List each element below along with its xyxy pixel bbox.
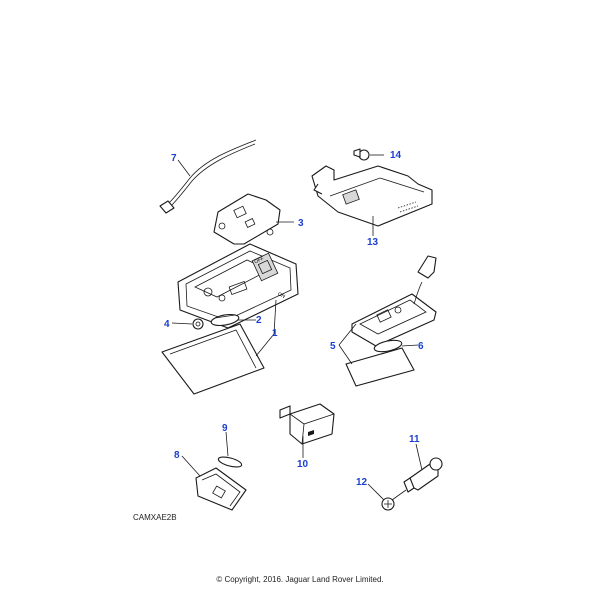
- part-12-screw: [381, 489, 407, 511]
- part-11-bulb-holder: [403, 457, 443, 493]
- leader-lines: [171, 154, 423, 501]
- part-4-clip: [192, 318, 204, 330]
- callout-3: 3: [298, 218, 304, 229]
- part-6-festoon-bulb: [373, 339, 403, 353]
- callout-9: 9: [222, 423, 228, 434]
- callout-8: 8: [174, 450, 180, 461]
- callout-1: 1: [272, 328, 278, 339]
- part-5-lamp-housing: [345, 255, 437, 387]
- callout-14: 14: [390, 150, 402, 161]
- switch-on-label: ON: [276, 291, 286, 300]
- part-7-wiring-harness: [159, 139, 257, 214]
- callout-2: 2: [256, 315, 262, 326]
- callout-11: 11: [409, 434, 420, 445]
- callout-7: 7: [171, 153, 177, 164]
- switch-off-label: OFF: [254, 256, 266, 266]
- part-14-wedge-bulb: [353, 148, 370, 161]
- part-3-bracket: [213, 193, 281, 245]
- copyright-notice: © Copyright, 2016. Jaguar Land Rover Lim…: [216, 575, 384, 584]
- part-9-festoon-bulb: [217, 456, 243, 468]
- callout-6: 6: [418, 341, 424, 352]
- callout-labels: 1 2 3 4 5 6 7 8 9 10 11 12 13 14: [164, 150, 424, 488]
- part-10-connector: [279, 403, 335, 445]
- part-2-festoon-bulb: [210, 313, 240, 327]
- callout-10: 10: [297, 459, 309, 470]
- callout-12: 12: [356, 477, 368, 488]
- part-1-lamp-housing: OFF ON: [161, 243, 299, 395]
- part-8-small-lamp: [195, 467, 247, 511]
- drawing-code: CAMXAE2B: [133, 513, 177, 522]
- callout-5: 5: [330, 341, 336, 352]
- part-13-map-lamp: [311, 165, 433, 227]
- callout-4: 4: [164, 319, 170, 330]
- callout-13: 13: [367, 237, 379, 248]
